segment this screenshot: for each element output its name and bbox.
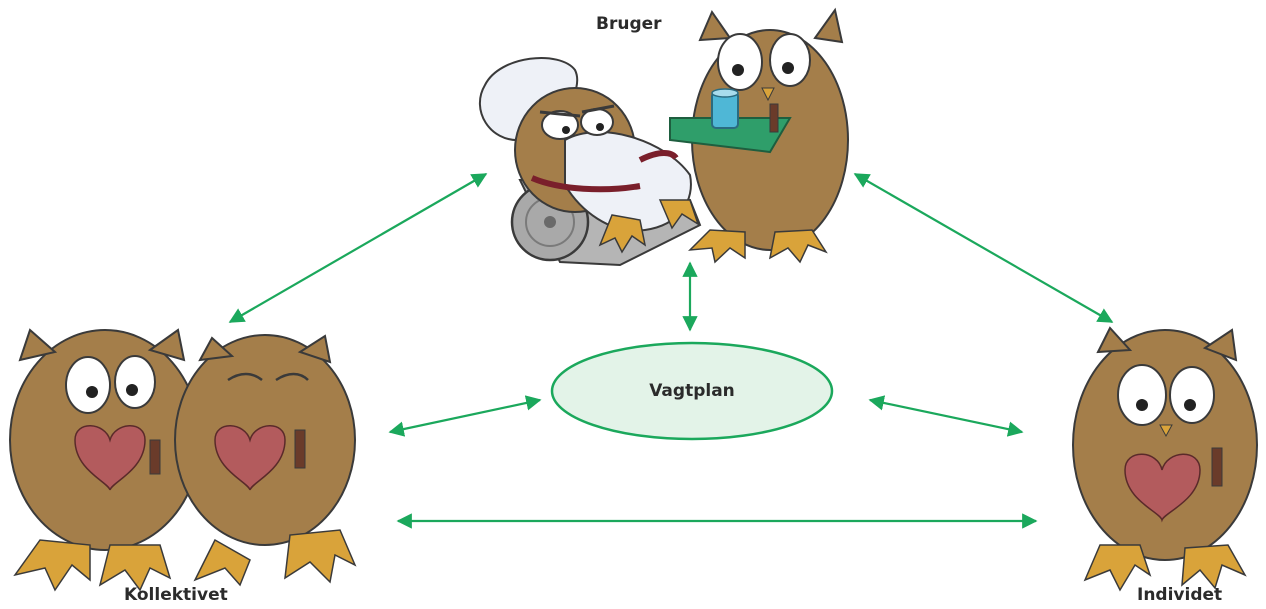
node-label-vagtplan: Vagtplan bbox=[552, 358, 832, 424]
node-label-individet: Individet bbox=[1137, 585, 1222, 605]
arrow-bruger-individet bbox=[855, 174, 1112, 322]
node-label-bruger: Bruger bbox=[596, 14, 662, 34]
arrow-kollektivet-vagtplan bbox=[390, 400, 540, 432]
node-label-kollektivet: Kollektivet bbox=[124, 585, 228, 605]
owl-patient-wheelchair-icon bbox=[480, 58, 700, 265]
owl-single-icon bbox=[1073, 328, 1257, 590]
owl-pair-icon bbox=[10, 330, 355, 590]
arrow-bruger-kollektivet bbox=[230, 174, 486, 322]
arrow-vagtplan-individet bbox=[870, 400, 1022, 432]
